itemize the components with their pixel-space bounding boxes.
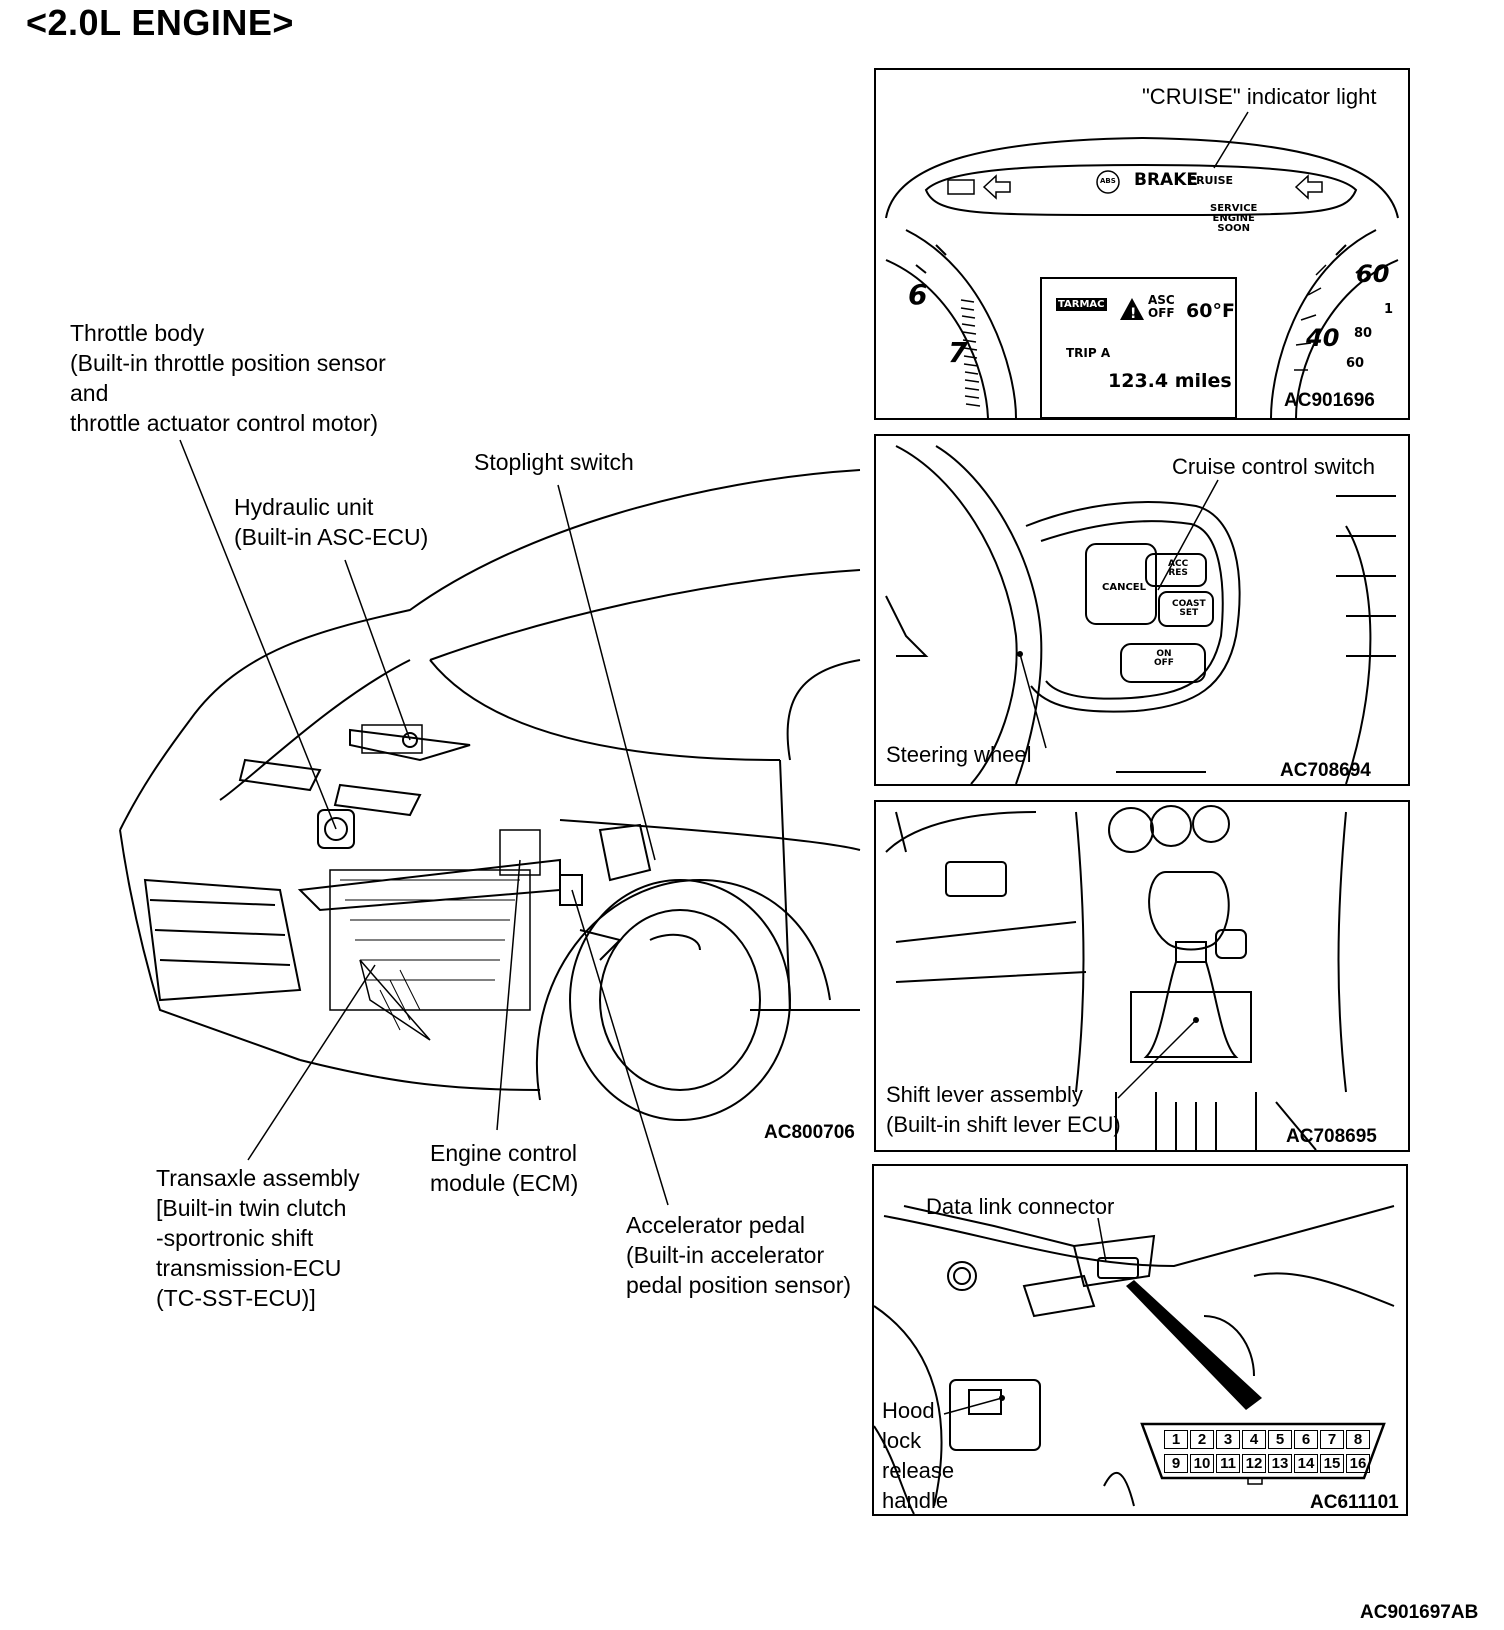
- instrument-cluster-panel: ! "CRUISE" indicator light BRAKE CRUISE …: [874, 68, 1410, 420]
- shift-code: AC708695: [1286, 1126, 1377, 1147]
- service-engine-soon-indicator: SERVICE ENGINE SOON: [1210, 203, 1258, 234]
- pin-15: 15: [1320, 1454, 1344, 1473]
- hood-lock-release-label: Hood lock release handle: [882, 1398, 955, 1513]
- speed-number-80: 80: [1354, 326, 1373, 341]
- display-trip-label: TRIP A: [1066, 346, 1111, 360]
- data-link-connector-label: Data link connector: [926, 1194, 1115, 1219]
- page-title: <2.0L ENGINE>: [26, 2, 294, 43]
- pin-14: 14: [1294, 1454, 1318, 1473]
- steering-code: AC708694: [1280, 760, 1371, 781]
- speed-number-40: 40: [1306, 324, 1340, 352]
- display-temperature: 60°F: [1186, 300, 1235, 322]
- display-asc-off: ASC OFF: [1148, 293, 1175, 320]
- speed-number-60-small: 60: [1346, 356, 1365, 371]
- shift-lever-panel: Shift lever assembly (Built-in shift lev…: [874, 800, 1410, 1152]
- steering-drawing: [885, 445, 1396, 784]
- steering-wheel-panel: Cruise control switch Steering wheel CAN…: [874, 434, 1410, 786]
- pin-5: 5: [1268, 1430, 1292, 1449]
- cruise-control-switch-label: Cruise control switch: [1172, 454, 1375, 479]
- stoplight-switch-label: Stoplight switch: [474, 449, 634, 475]
- shift-drawing: [885, 805, 1347, 1150]
- speed-number-1: 1: [1384, 302, 1394, 317]
- cruise-indicator-label: "CRUISE" indicator light: [1142, 84, 1377, 109]
- accelerator-pedal-label: Accelerator pedal (Built-in accelerator …: [626, 1212, 852, 1298]
- transaxle-assembly-label: Transaxle assembly [Built-in twin clutch…: [156, 1165, 360, 1311]
- brake-indicator: BRAKE: [1134, 170, 1198, 190]
- pin-4: 4: [1242, 1430, 1266, 1449]
- dlc-pin-row-top: 1 2 3 4 5 6 7 8: [1164, 1430, 1370, 1449]
- pin-3: 3: [1216, 1430, 1240, 1449]
- tach-number-6: 6: [908, 278, 928, 311]
- abs-indicator: ABS: [1100, 177, 1116, 185]
- pin-1: 1: [1164, 1430, 1188, 1449]
- cluster-drawing: !: [885, 111, 1399, 418]
- speed-number-60: 60: [1356, 260, 1390, 288]
- display-trip-distance: 123.4 miles: [1108, 370, 1232, 392]
- throttle-body-label: Throttle body (Built-in throttle positio…: [70, 320, 386, 436]
- coast-set-button: COAST SET: [1172, 599, 1206, 618]
- main-view-code: AC800706: [764, 1122, 855, 1143]
- pin-2: 2: [1190, 1430, 1214, 1449]
- pin-16: 16: [1346, 1454, 1370, 1473]
- cancel-button: CANCEL: [1102, 582, 1146, 593]
- figure-code: AC901697AB: [1360, 1602, 1479, 1623]
- pin-10: 10: [1190, 1454, 1214, 1473]
- pin-6: 6: [1294, 1430, 1318, 1449]
- on-off-button: ON OFF: [1154, 649, 1174, 668]
- tach-number-7: 7: [948, 336, 968, 369]
- steering-wheel-label: Steering wheel: [886, 742, 1032, 767]
- display-mode-tarmac: TARMAC: [1056, 298, 1107, 311]
- svg-text:!: !: [1130, 306, 1136, 322]
- pin-12: 12: [1242, 1454, 1266, 1473]
- pin-11: 11: [1216, 1454, 1240, 1473]
- data-link-connector-panel: Data link connector Hood lock release ha…: [872, 1164, 1408, 1516]
- main-car-illustration: Throttle body (Built-in throttle positio…: [0, 0, 870, 1330]
- cluster-code: AC901696: [1284, 390, 1375, 411]
- pin-7: 7: [1320, 1430, 1344, 1449]
- dlc-code: AC611101: [1310, 1492, 1399, 1513]
- ecm-label: Engine control module (ECM): [430, 1140, 579, 1196]
- pin-13: 13: [1268, 1454, 1292, 1473]
- acc-res-button: ACC RES: [1168, 559, 1189, 578]
- pin-9: 9: [1164, 1454, 1188, 1473]
- car-line-drawing: [119, 439, 861, 1206]
- shift-lever-label: Shift lever assembly (Built-in shift lev…: [886, 1082, 1121, 1137]
- pin-8: 8: [1346, 1430, 1370, 1449]
- dlc-drawing: [874, 1205, 1395, 1514]
- hydraulic-unit-label: Hydraulic unit (Built-in ASC-ECU): [234, 494, 429, 550]
- dlc-pin-row-bottom: 9 10 11 12 13 14 15 16: [1164, 1454, 1370, 1473]
- cruise-indicator: CRUISE: [1188, 174, 1234, 187]
